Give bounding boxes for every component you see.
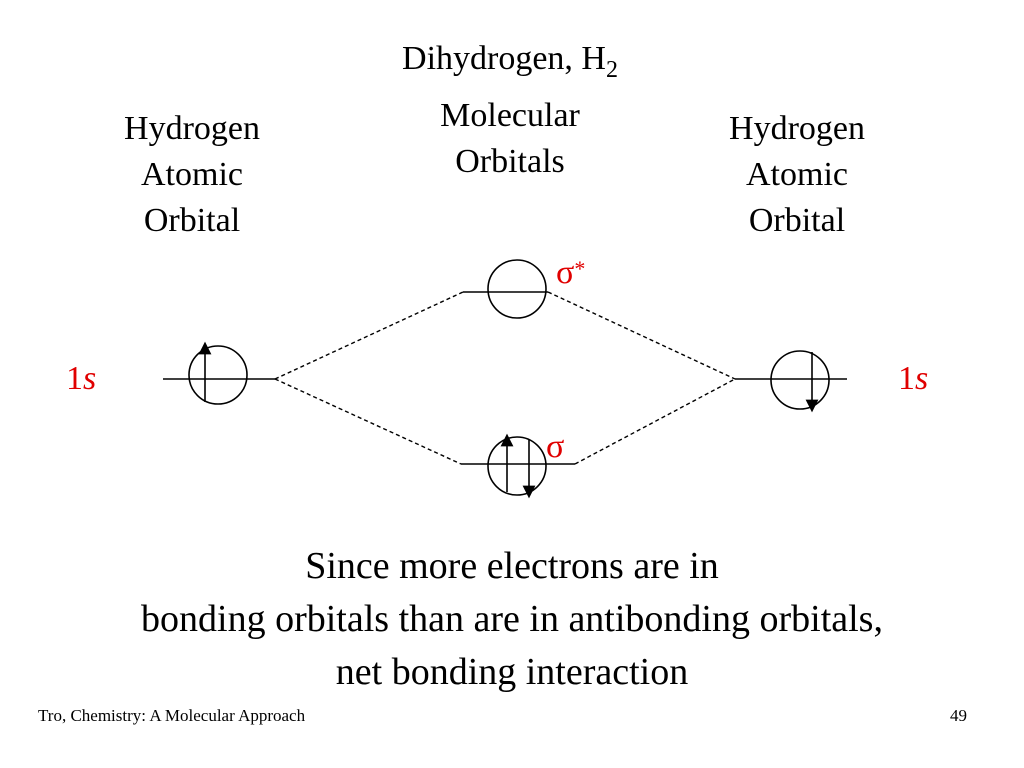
right-label-line-2: Atomic (746, 156, 848, 193)
molecule-label-line-3: Orbitals (455, 142, 565, 180)
conclusion-line-1: Since more electrons are in (305, 545, 719, 587)
antibonding-orbital (463, 259, 548, 319)
left-1s-letter: s (83, 360, 97, 397)
left-label-line-1: Hydrogen (124, 110, 260, 147)
left-1s-number: 1 (66, 360, 83, 397)
conclusion-line-3: net bonding interaction (335, 651, 689, 693)
sigma-label: σ (546, 428, 565, 465)
dash-antibonding-to-right (547, 291, 736, 380)
right-label-line-3: Orbital (748, 202, 846, 239)
star-superscript: * (574, 256, 586, 281)
right-1s-letter: s (915, 360, 929, 397)
right-1s-number: 1 (898, 360, 915, 397)
right-1s-orbital (735, 350, 847, 413)
antibonding-orbital-circle (487, 259, 547, 319)
dash-bonding-to-right (574, 378, 736, 465)
left-orbital-circle (188, 345, 248, 405)
molecule-subscript: 2 (605, 56, 618, 83)
molecule-name: Dihydrogen, H (402, 40, 606, 77)
left-label-line-2: Atomic (141, 156, 243, 193)
conclusion-text: Since more electrons are in bonding orbi… (0, 540, 1024, 699)
page-number: 49 (950, 706, 967, 725)
conclusion-line-2: bonding orbitals than are in antibonding… (141, 598, 883, 640)
sigma-star-label: σ* (556, 254, 585, 292)
right-label-line-1: Hydrogen (729, 110, 865, 147)
left-1s-orbital (163, 341, 275, 405)
bonding-orbital-circle (487, 436, 547, 496)
left-label-line-3: Orbital (143, 202, 241, 239)
left-atomic-orbital-label: Hydrogen Atomic Orbital (92, 106, 292, 244)
right-1s-label: 1s (898, 360, 928, 398)
dash-left-to-antibonding (274, 291, 464, 380)
correlation-lines (274, 291, 736, 465)
footer-source: Tro, Chemistry: A Molecular Approach (38, 706, 306, 725)
right-orbital-circle (770, 350, 830, 410)
dash-left-to-bonding (274, 378, 462, 465)
molecule-label-line-2: Molecular (440, 96, 580, 134)
sigma-star-symbol: σ (556, 254, 575, 291)
molecule-title: Dihydrogen, H2 (340, 36, 680, 93)
right-atomic-orbital-label: Hydrogen Atomic Orbital (697, 106, 897, 244)
molecular-orbitals-label: Dihydrogen, H2 Molecular Orbitals (340, 36, 680, 185)
bonding-orbital (461, 433, 575, 499)
left-1s-label: 1s (66, 360, 96, 398)
